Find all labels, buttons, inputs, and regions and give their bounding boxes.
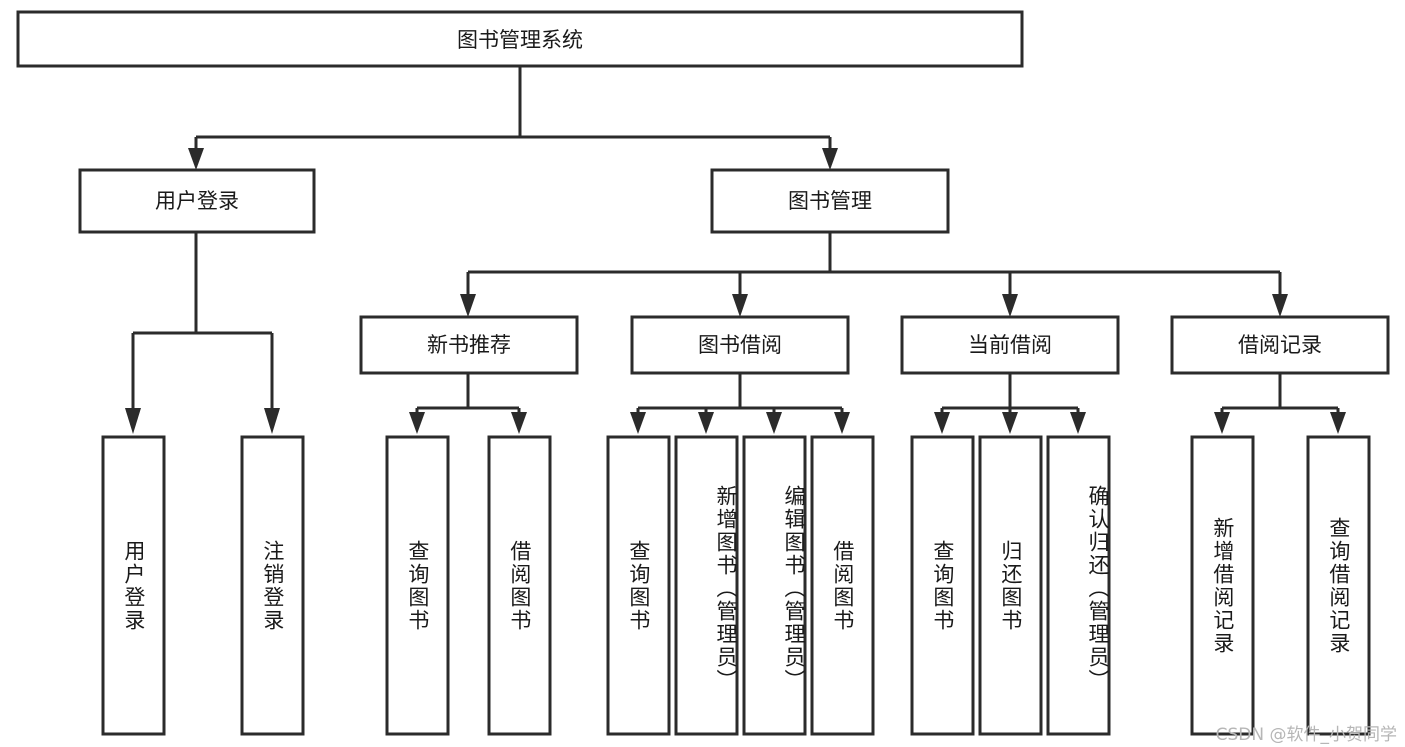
arrow-head-leaf-borrow-book-1 <box>511 412 527 434</box>
node-label-borrow-record: 借阅记录 <box>1238 333 1322 357</box>
node-label-book-borrow: 图书借阅 <box>698 333 782 357</box>
node-box-current-borrow[interactable] <box>900 315 1120 375</box>
arrow-head-user-login <box>188 148 204 170</box>
node-box-leaf-return-book[interactable] <box>978 435 1043 736</box>
arrow-head-leaf-user-login <box>125 408 141 434</box>
node-box-leaf-add-book[interactable] <box>674 435 739 736</box>
node-box-leaf-borrow-book-2[interactable] <box>810 435 875 736</box>
node-box-leaf-confirm-return[interactable] <box>1046 435 1111 736</box>
node-box-user-login[interactable] <box>78 168 316 234</box>
arrow-head-leaf-query-book-2 <box>630 412 646 434</box>
node-label-book-manage: 图书管理 <box>788 189 872 213</box>
node-box-leaf-borrow-book-1[interactable] <box>487 435 552 736</box>
arrow-head-leaf-query-book-1 <box>409 412 425 434</box>
node-box-leaf-user-login[interactable] <box>101 435 166 736</box>
arrow-head-book-manage <box>822 148 838 170</box>
node-box-leaf-add-record[interactable] <box>1190 435 1255 736</box>
arrow-head-current-borrow <box>1002 294 1018 317</box>
connector-group-user-login <box>125 232 280 434</box>
node-box-book-borrow[interactable] <box>630 315 850 375</box>
node-box-book-manage[interactable] <box>710 168 950 234</box>
connector-group-book-manage <box>460 232 1288 317</box>
node-box-leaf-query-record[interactable] <box>1306 435 1371 736</box>
node-box-leaf-query-book-2[interactable] <box>606 435 671 736</box>
connector-group-current-borrow <box>934 373 1086 434</box>
arrow-head-borrow-record <box>1272 294 1288 317</box>
arrow-head-leaf-confirm-return <box>1070 412 1086 434</box>
node-label-user-login: 用户登录 <box>155 189 239 213</box>
connector-group-new-book-recommend <box>409 373 527 434</box>
arrow-head-book-borrow <box>732 294 748 317</box>
node-box-new-book-recommend[interactable] <box>359 315 579 375</box>
node-box-root[interactable] <box>16 10 1024 68</box>
arrow-head-leaf-add-record <box>1214 412 1230 434</box>
node-box-leaf-query-book-1[interactable] <box>385 435 450 736</box>
arrow-head-new-book-recommend <box>460 294 476 317</box>
node-label-root: 图书管理系统 <box>457 28 583 52</box>
node-box-borrow-record[interactable] <box>1170 315 1390 375</box>
arrow-head-leaf-query-book-3 <box>934 412 950 434</box>
connector-group-root <box>188 66 838 170</box>
csdn-watermark: CSDN @软件_小贺同学 <box>1215 725 1397 745</box>
node-label-current-borrow: 当前借阅 <box>968 333 1052 357</box>
arrow-head-leaf-return-book <box>1002 412 1018 434</box>
connector-group-book-borrow <box>630 373 850 434</box>
arrow-head-leaf-borrow-book-2 <box>834 412 850 434</box>
arrow-head-leaf-edit-book <box>766 412 782 434</box>
node-label-new-book-recommend: 新书推荐 <box>427 333 511 357</box>
arrow-head-leaf-logout-login <box>264 408 280 434</box>
arrow-head-leaf-add-book <box>698 412 714 434</box>
connector-group-borrow-record <box>1214 373 1346 434</box>
node-box-leaf-query-book-3[interactable] <box>910 435 975 736</box>
node-box-leaf-edit-book[interactable] <box>742 435 807 736</box>
node-box-leaf-logout-login[interactable] <box>240 435 305 736</box>
arrow-head-leaf-query-record <box>1330 412 1346 434</box>
